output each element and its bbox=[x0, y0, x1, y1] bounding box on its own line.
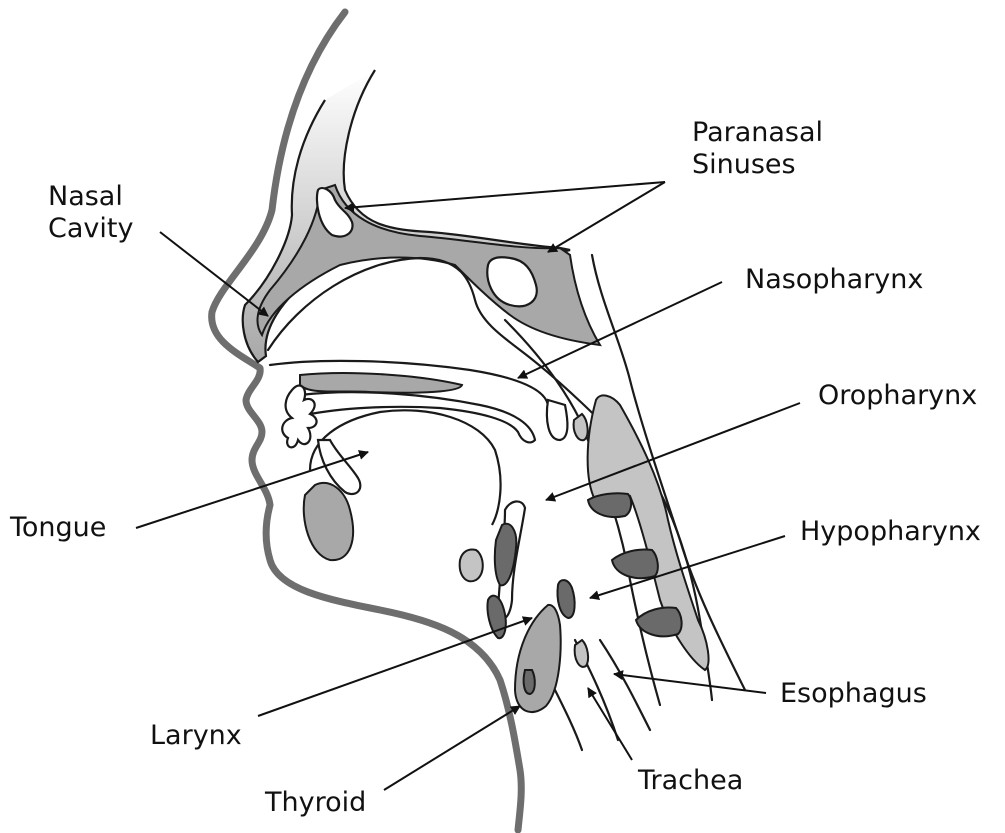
spine-disc-3 bbox=[636, 608, 682, 637]
spine-disc-2 bbox=[612, 549, 658, 578]
label-paranasal: Paranasal bbox=[692, 117, 823, 148]
hyoid bbox=[460, 549, 483, 581]
label-oropharynx: Oropharynx bbox=[818, 380, 977, 411]
esophagus-wall bbox=[600, 640, 650, 730]
spine-disc-1 bbox=[588, 493, 631, 517]
hard-palate bbox=[300, 373, 462, 393]
label-tongue: Tongue bbox=[9, 512, 106, 543]
leader-trachea bbox=[588, 688, 632, 760]
label-cavity: Cavity bbox=[48, 213, 133, 244]
label-nasal: Nasal bbox=[48, 181, 123, 212]
leader-sinus-frontal bbox=[345, 182, 665, 208]
spine-small-2 bbox=[575, 640, 588, 667]
thyroid-inner bbox=[524, 670, 535, 694]
mandible-grey bbox=[304, 483, 353, 560]
label-trachea: Trachea bbox=[637, 765, 743, 796]
cricoid-grey bbox=[557, 580, 574, 618]
leader-thyroid bbox=[384, 706, 520, 790]
trachea-wall-1 bbox=[555, 690, 582, 750]
spine-small-1 bbox=[574, 414, 588, 440]
label-nasopharynx: Nasopharynx bbox=[745, 264, 923, 295]
leader-esophagus bbox=[614, 674, 766, 693]
label-larynx: Larynx bbox=[150, 720, 242, 751]
uvula bbox=[547, 400, 568, 440]
leader-sinus-sphenoid bbox=[548, 182, 665, 252]
label-sinuses: Sinuses bbox=[692, 149, 796, 180]
label-esophagus: Esophagus bbox=[780, 678, 927, 709]
label-hypopharynx: Hypopharynx bbox=[800, 516, 981, 547]
label-thyroid: Thyroid bbox=[264, 787, 366, 818]
